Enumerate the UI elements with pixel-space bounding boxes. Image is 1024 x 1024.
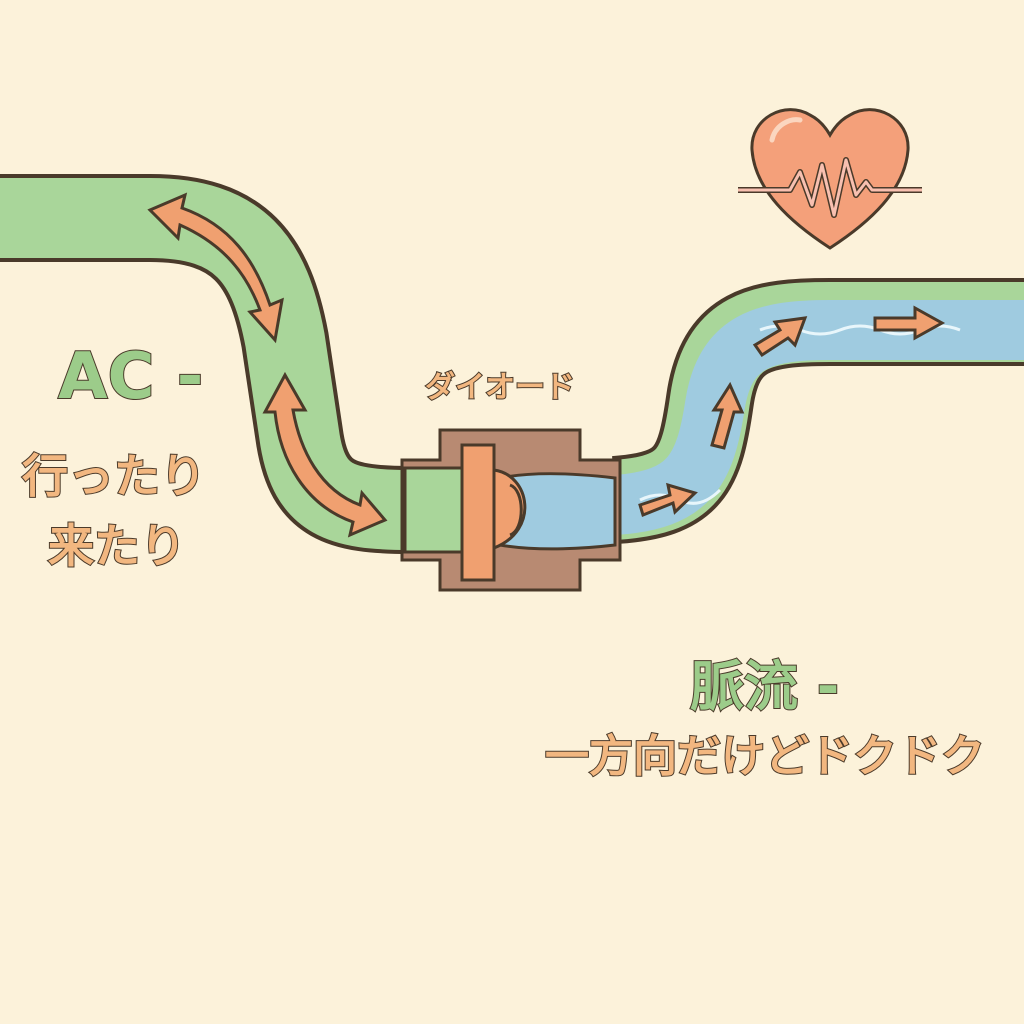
heart-pulse-icon	[738, 108, 922, 250]
ac-description-line1: 行ったり	[21, 448, 207, 504]
ac-bidirectional-arrows	[147, 192, 388, 538]
pulse-title: 脈流 -	[689, 654, 840, 719]
diode-label: ダイオード	[424, 369, 576, 406]
pulse-description: 一方向だけどドクドク	[544, 730, 986, 783]
pulse-arrows	[638, 305, 946, 518]
ac-description-line2: 来たり	[47, 518, 187, 574]
diode-valve	[400, 428, 622, 592]
ac-title: AC -	[57, 339, 204, 415]
